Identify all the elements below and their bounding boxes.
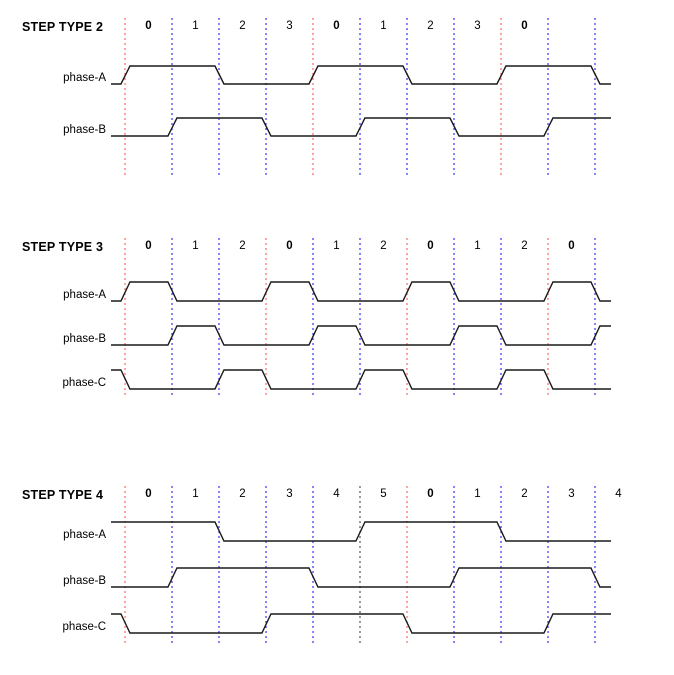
step-number: 1	[192, 20, 199, 32]
step-number: 3	[286, 20, 293, 32]
step-number: 0	[145, 20, 152, 32]
waveform-phase-C	[111, 369, 611, 390]
step-number: 1	[474, 240, 481, 252]
step-number: 3	[474, 20, 481, 32]
section-title: STEP TYPE 4	[22, 488, 104, 502]
waveform-phase-B	[111, 325, 611, 346]
step-number: 5	[380, 488, 387, 500]
step-number: 3	[286, 488, 293, 500]
step-number: 2	[239, 240, 246, 252]
timing-section-step-type-3: STEP TYPE 3 phase-A phase-B phase-C 0 1 2 0 1 2…	[0, 225, 674, 410]
waveform-phase-B	[111, 567, 611, 588]
step-number: 2	[380, 240, 387, 252]
waveform-phase-A	[111, 521, 611, 542]
step-number: 2	[239, 488, 246, 500]
step-number: 2	[239, 20, 246, 32]
step-number: 0	[286, 240, 293, 252]
step-number: 2	[521, 240, 528, 252]
step-number: 0	[427, 240, 434, 252]
waveform-phase-A	[111, 65, 611, 85]
step-number: 1	[192, 240, 199, 252]
phase-label-phase-B: phase-B	[63, 333, 106, 345]
step-number: 0	[521, 20, 528, 32]
step-number: 1	[192, 488, 199, 500]
step-number: 1	[380, 20, 387, 32]
step-number: 0	[333, 20, 340, 32]
waveform-phase-A	[111, 281, 611, 302]
phase-label-phase-B: phase-B	[63, 124, 106, 136]
timing-section-step-type-4: STEP TYPE 4 phase-A phase-B phase-C 0 1 2 3 4 5…	[0, 470, 674, 650]
waveform-canvas	[111, 18, 611, 178]
section-title: STEP TYPE 3	[22, 240, 104, 254]
step-number: 1	[474, 488, 481, 500]
step-number: 0	[145, 240, 152, 252]
phase-label-phase-A: phase-A	[63, 529, 106, 541]
phase-label-phase-C: phase-C	[62, 621, 106, 633]
phase-label-phase-C: phase-C	[62, 377, 106, 389]
waveform-canvas	[111, 486, 611, 645]
waveform-phase-B	[111, 117, 611, 137]
phase-label-phase-A: phase-A	[63, 72, 106, 84]
step-number: 1	[333, 240, 340, 252]
timing-section-step-type-2: STEP TYPE 2 phase-A phase-B 0 1 2 3 0 1 2 3 0	[0, 0, 674, 200]
step-number: 0	[145, 488, 152, 500]
step-number: 4	[333, 488, 340, 500]
step-number: 0	[427, 488, 434, 500]
step-number: 2	[427, 20, 434, 32]
step-number: 0	[568, 240, 575, 252]
phase-label-phase-A: phase-A	[63, 289, 106, 301]
waveform-phase-C	[111, 613, 611, 634]
step-number: 4	[615, 488, 622, 500]
step-number: 3	[568, 488, 575, 500]
waveform-canvas	[111, 238, 611, 397]
step-number: 2	[521, 488, 528, 500]
section-title: STEP TYPE 2	[22, 20, 104, 34]
phase-label-phase-B: phase-B	[63, 575, 106, 587]
